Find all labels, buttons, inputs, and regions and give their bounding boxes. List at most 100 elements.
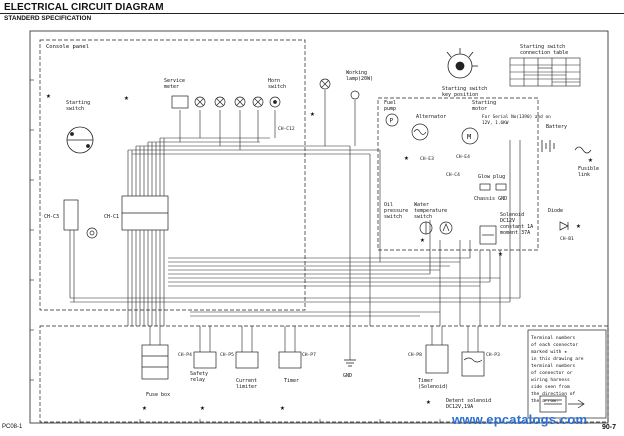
starting-motor-note-1: For Serial No(1390) and on [482, 114, 551, 120]
svg-text:★: ★ [498, 249, 503, 258]
timer-solenoid-label-2: (Solenoid) [418, 384, 448, 390]
connector-label-ch-c4: CH-C4 [446, 172, 460, 178]
alternator-icon [411, 123, 429, 141]
svg-text:★: ★ [310, 109, 315, 118]
fusible-link-label-1: Fusible [578, 166, 599, 172]
connector-label-ch-e4: CH-E4 [456, 154, 470, 160]
footer-page-number: 90-7 [602, 424, 617, 431]
service-meter-icon [171, 95, 189, 109]
fusible-link-label-2: link [578, 172, 590, 178]
connector-label-ch-p3: CH-P3 [486, 352, 500, 358]
svg-text:★: ★ [404, 153, 409, 162]
solenoid-label-1: Solenoid [500, 212, 524, 218]
solenoid-icon [479, 225, 497, 245]
fuel-pump-label-1: Fuel [384, 100, 396, 106]
svg-text:★: ★ [588, 155, 593, 164]
note-text: Terminal numbers of each connector marke… [531, 335, 584, 404]
pilot-lamp-icons [194, 96, 264, 108]
connection-table-title-1: Starting switch [520, 44, 565, 50]
service-meter-label-1: Service [164, 78, 185, 84]
water-switch-label-1: Water [414, 202, 429, 208]
battery-icon [541, 140, 555, 152]
svg-text:Terminal numbers: Terminal numbers [531, 335, 575, 341]
horn-switch-label-1: Horn [268, 78, 280, 84]
svg-text:★: ★ [124, 93, 129, 102]
oil-switch-label-2: pressure [384, 208, 408, 214]
current-limiter-label-1: Current [236, 378, 257, 384]
footer-page-code: PC08-1 [2, 424, 23, 430]
horn-switch-icon [269, 96, 281, 108]
horn-switch-label-2: switch [268, 84, 286, 90]
connector-label-ch-b1: CH-B1 [560, 236, 574, 242]
connector-sketch-icon [539, 395, 585, 413]
svg-text:P: P [390, 118, 394, 125]
timer-label: Timer [284, 378, 299, 384]
connector-label-ch-e3: CH-E3 [420, 156, 434, 162]
svg-text:★: ★ [420, 235, 425, 244]
connection-table [509, 57, 581, 87]
svg-text:in this drawing are: in this drawing are [531, 356, 584, 362]
svg-text:the arrow.: the arrow. [531, 398, 559, 404]
connector-label-ch-p8: CH-P8 [408, 352, 422, 358]
connector-label-ch-c1: CH-C1 [104, 214, 119, 220]
connector-label-ch-c3: CH-C3 [44, 214, 59, 220]
console-panel-box [39, 39, 306, 311]
starting-motor-label-2: motor [472, 106, 487, 112]
detent-solenoid-label-2: DC12V,19A [446, 404, 473, 410]
alternator-label: Alternator [416, 114, 446, 120]
oil-switch-label-3: switch [384, 214, 402, 220]
oil-pressure-switch-icon [419, 221, 433, 235]
svg-text:marked with ★: marked with ★ [531, 349, 567, 355]
connector-ch-c3 [63, 199, 79, 231]
current-limiter-icon [235, 351, 259, 369]
svg-text:★: ★ [280, 403, 285, 412]
watermark-text: www.epcatalogs.com [452, 412, 588, 427]
svg-text:★: ★ [142, 403, 147, 412]
lower-box [39, 325, 609, 423]
water-switch-label-2: temperature [414, 208, 447, 214]
diode-icon [559, 221, 569, 231]
service-meter-label-2: meter [164, 84, 179, 90]
header-rule [0, 13, 624, 14]
starting-switch-label-2: switch [66, 106, 84, 112]
key-position-label-2: key position [442, 92, 478, 98]
engine-box [377, 97, 539, 251]
starting-switch-icon [66, 126, 94, 154]
horn-connector-icon [86, 227, 98, 239]
solenoid-label-3: constant 1A [500, 224, 533, 230]
starting-motor-icon: M [461, 127, 479, 145]
battery-label: Battery [546, 124, 567, 130]
fuel-pump-label-2: pump [384, 106, 396, 112]
current-limiter-label-2: limiter [236, 384, 257, 390]
connector-label-ch-p5: CH-P5 [220, 352, 234, 358]
safety-relay-label-1: Safety [190, 371, 208, 377]
starting-motor-note-2: 12V, 1.6KW [482, 120, 509, 126]
working-lamp-icon [319, 78, 360, 100]
star-markers: ★★ ★★ ★★ ★★ ★★ ★★ [46, 91, 593, 412]
diagram-title: ELECTRICAL CIRCUIT DIAGRAM [4, 2, 164, 13]
svg-text:★: ★ [200, 403, 205, 412]
frame-ruler [30, 79, 561, 423]
svg-text:side seen from: side seen from [531, 384, 570, 390]
chassis-gnd-label: Chassis GND [474, 196, 507, 202]
starting-switch-label-1: Starting [66, 100, 90, 106]
solenoid-label-4: moment 37A [500, 230, 530, 236]
connection-table-title-2: connection table [520, 50, 568, 56]
svg-text:★: ★ [426, 397, 431, 406]
safety-relay-icon [193, 351, 217, 369]
detent-solenoid-icon [461, 351, 485, 377]
water-switch-label-3: switch [414, 214, 432, 220]
safety-relay-label-2: relay [190, 377, 205, 383]
solenoid-label-2: DC12V [500, 218, 515, 224]
fuse-box-label: Fuse box [146, 392, 170, 398]
timer-solenoid-icon [425, 344, 449, 374]
diode-label: Diode [548, 208, 563, 214]
water-temp-switch-icon [439, 221, 453, 235]
gnd-icon [344, 359, 356, 367]
svg-text:of each connector: of each connector [531, 342, 578, 348]
connector-label-ch-p7: CH-P7 [302, 352, 316, 358]
svg-text:the direction of: the direction of [531, 391, 575, 397]
svg-text:★: ★ [576, 221, 581, 230]
working-lamp-label-1: Working [346, 70, 367, 76]
